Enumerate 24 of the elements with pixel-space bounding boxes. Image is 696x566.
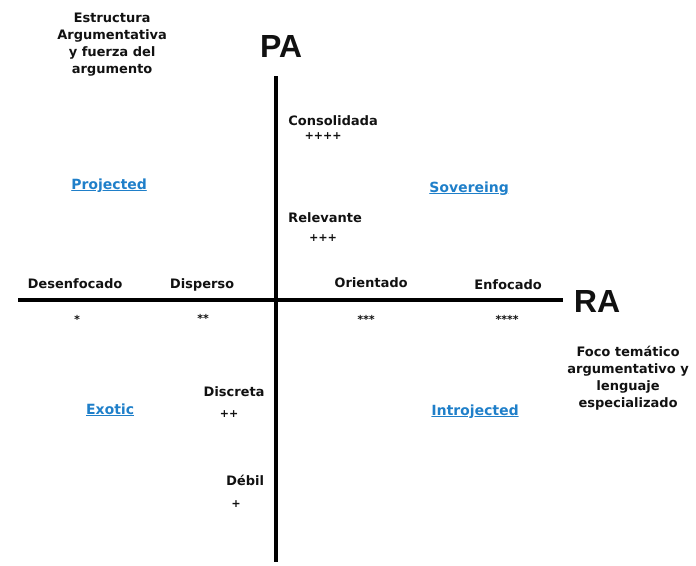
- level-label: Consolidada: [288, 113, 378, 130]
- level-label: Disperso: [170, 276, 234, 293]
- score-mark: **: [197, 311, 209, 327]
- level-label: Débil: [226, 473, 264, 490]
- score-mark: ***: [357, 312, 375, 328]
- score-mark: ++: [220, 406, 238, 422]
- axis-title: PA: [260, 28, 302, 64]
- axis-title: RA: [574, 283, 620, 319]
- axis-description: Estructura Argumentativa y fuerza del argumento: [56, 10, 168, 78]
- level-label: Desenfocado: [28, 276, 122, 293]
- score-mark: *: [74, 312, 80, 328]
- score-mark: ****: [496, 312, 518, 328]
- quadrant-label: Exotic: [86, 402, 134, 419]
- quadrant-label: Projected: [71, 177, 147, 194]
- level-label: Relevante: [288, 210, 362, 227]
- quadrant-label: Sovereing: [429, 180, 509, 197]
- score-mark: +++: [309, 230, 337, 246]
- axis-description: Foco temático argumentativo y lenguaje especializado: [566, 344, 690, 412]
- score-mark: ++++: [304, 128, 342, 144]
- score-mark: +: [231, 496, 241, 512]
- level-label: Enfocado: [474, 277, 542, 294]
- quadrant-label: Introjected: [431, 403, 519, 420]
- level-label: Discreta: [204, 384, 264, 401]
- level-label: Orientado: [334, 275, 408, 292]
